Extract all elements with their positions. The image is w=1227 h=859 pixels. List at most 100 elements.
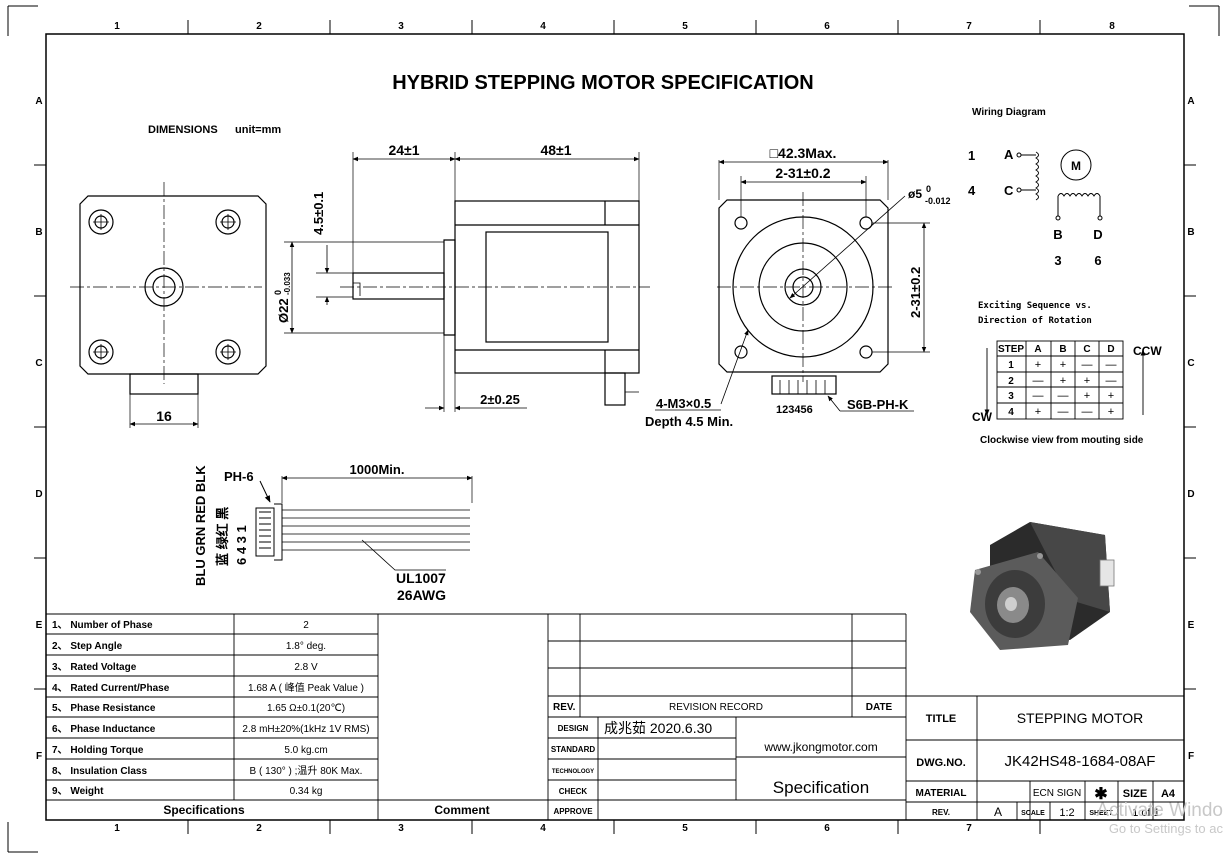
- col-label: 6: [824, 21, 830, 32]
- shaft-leader: [789, 195, 906, 299]
- approval-standard: STANDARD: [551, 745, 596, 754]
- sequence-note: Clockwise view from mouting side: [980, 435, 1144, 446]
- size-value: A4: [1161, 788, 1176, 800]
- pilot-tol-lower: -0.033: [283, 272, 292, 295]
- col-label: 1: [114, 21, 120, 32]
- row-label: E: [36, 620, 43, 631]
- wiring-diagram: [1016, 149, 1103, 221]
- sequence-cell: —: [1033, 375, 1044, 387]
- sequence-cell: 1: [1008, 360, 1014, 371]
- dwg-no-label: DWG.NO.: [916, 757, 966, 769]
- col-label: 6: [824, 823, 830, 834]
- col-label: 4: [540, 823, 546, 834]
- sequence-header: C: [1083, 344, 1090, 355]
- col-label: 3: [398, 823, 404, 834]
- spec-label: 6、 Phase Inductance: [52, 724, 156, 735]
- row-label: E: [1188, 620, 1195, 631]
- wiring-pin-6: 6: [1094, 253, 1101, 268]
- sequence-cell: +: [1108, 406, 1114, 418]
- sequence-table-grid: [984, 340, 1146, 420]
- spec-value: 1.8° deg.: [286, 641, 326, 652]
- shaft-length-dim: 24±1: [388, 142, 419, 158]
- sequence-header: D: [1107, 344, 1114, 355]
- unit-label: unit=mm: [235, 124, 281, 136]
- thread-depth-dim: Depth 4.5 Min.: [645, 414, 733, 429]
- wiring-pin-1: 1: [968, 148, 975, 163]
- sequence-cell: —: [1082, 406, 1093, 418]
- spec-value: 0.34 kg: [290, 786, 323, 797]
- body-length-dim: 48±1: [540, 142, 571, 158]
- sequence-cell: —: [1082, 359, 1093, 371]
- front-view-left: [70, 182, 267, 428]
- col-label: 7: [966, 21, 972, 32]
- hole-spacing-x-dim: 2-31±0.2: [775, 165, 830, 181]
- mount-hole: [88, 339, 114, 365]
- shaft-tol-upper: 0: [926, 184, 931, 194]
- dwg-no-value: JK42HS48-1684-08AF: [1005, 753, 1156, 770]
- watermark-line1: Activate Windo: [1096, 800, 1223, 822]
- spec-label: 2、 Step Angle: [52, 641, 123, 652]
- connector-width-dim: 16: [156, 408, 172, 424]
- sequence-header-row: STEP A B C D: [998, 344, 1115, 355]
- sequence-cell: —: [1033, 390, 1044, 402]
- sequence-cw-label: CW: [972, 410, 993, 424]
- mount-hole: [215, 209, 241, 235]
- approval-design-value: 成兆茹 2020.6.30: [604, 720, 712, 736]
- grid-labels-bottom: 1 2 3 4 5 6 7: [114, 823, 972, 834]
- approval-approve: APPROVE: [553, 807, 593, 816]
- cable-colors-en: BLU GRN RED BLK: [193, 465, 208, 586]
- rev-value: A: [994, 805, 1002, 819]
- sequence-rows: 1 + + — — 2 — + + — 3 — — + + 4 + — — +: [1008, 359, 1116, 418]
- row-label: B: [35, 227, 42, 238]
- sequence-cell: —: [1058, 390, 1069, 402]
- wiring-b: B: [1053, 227, 1062, 242]
- cable-connector-label: PH-6: [224, 469, 254, 484]
- col-label: 5: [682, 823, 688, 834]
- spec-label: 8、 Insulation Class: [52, 766, 147, 777]
- wiring-d: D: [1093, 227, 1102, 242]
- sequence-cell: +: [1108, 390, 1114, 402]
- sequence-title-line2: Direction of Rotation: [978, 315, 1092, 326]
- sequence-cell: +: [1084, 390, 1090, 402]
- drawing-title: HYBRID STEPPING MOTOR SPECIFICATION: [392, 72, 814, 94]
- cable-wire-type: UL1007: [396, 570, 446, 586]
- cable-colors-cn: 蓝 绿红 黑: [215, 507, 230, 566]
- mount-hole: [215, 339, 241, 365]
- cable-drawing: [255, 476, 473, 571]
- row-label: A: [1187, 96, 1194, 107]
- title-block-label: TITLE: [926, 713, 957, 725]
- spec-footer: Specifications: [163, 803, 245, 817]
- square-size-dim: □42.3Max.: [770, 145, 837, 161]
- shaft-tol-lower: -0.012: [925, 196, 951, 206]
- pilot-diameter-dim: Ø22: [276, 298, 291, 323]
- approval-design: DESIGN: [558, 724, 589, 733]
- cable-gauge: 26AWG: [397, 587, 446, 603]
- sequence-cell: 2: [1008, 376, 1014, 387]
- revision-record: REVISION RECORD: [669, 702, 763, 713]
- sequence-cell: +: [1035, 359, 1041, 371]
- revision-rev: REV.: [553, 702, 576, 713]
- sequence-cell: +: [1060, 375, 1066, 387]
- connector-model: S6B-PH-K: [847, 397, 909, 412]
- wiring-title: Wiring Diagram: [972, 107, 1046, 118]
- row-label: D: [1187, 489, 1194, 500]
- row-label: A: [35, 96, 42, 107]
- shaft-diameter-dim: ø5: [908, 187, 922, 201]
- approval-website: www.jkongmotor.com: [763, 740, 877, 754]
- sheet-label: SHEET: [1089, 810, 1113, 817]
- spec-label: 9、 Weight: [52, 786, 104, 797]
- asterisk-icon: ✱: [1094, 786, 1107, 803]
- pilot-tol-upper: 0: [273, 290, 283, 295]
- sequence-header: A: [1034, 344, 1041, 355]
- spec-value: 1.65 Ω±0.1(20℃): [267, 703, 345, 714]
- hole-spacing-y-dim: 2-31±0.2: [908, 267, 923, 318]
- spec-value: 2: [303, 620, 309, 631]
- grid-labels-left: A B C D E F: [35, 96, 42, 762]
- rev-label: REV.: [932, 808, 950, 817]
- flange-thickness-dim: 2±0.25: [480, 392, 520, 407]
- spec-label: 5、 Phase Resistance: [52, 703, 156, 714]
- grid-ticks: [34, 20, 1196, 834]
- cable-pin-numbers: 6 4 3 1: [234, 525, 249, 565]
- thread-leader: [720, 329, 749, 405]
